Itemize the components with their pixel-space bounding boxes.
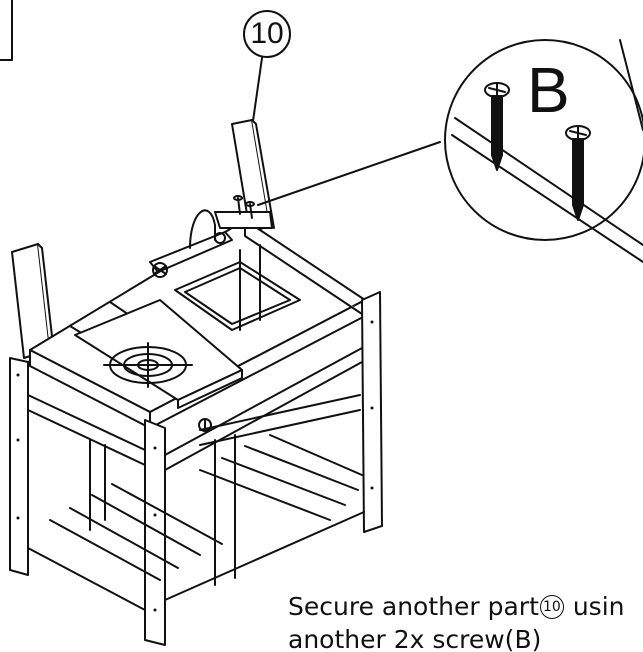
instruction-line-2: another 2x screw(B) [288,625,542,652]
detail-leader [257,141,441,206]
part-number-label: 10 [250,17,284,50]
screw-detail-magnifier [444,39,643,263]
screw-type-letter: B [527,54,570,126]
control-knob [198,418,212,432]
faucet [149,209,233,278]
instruction-part-badge: 10 [539,595,564,619]
burner [103,342,193,388]
fastener-dots [16,320,374,612]
instruction-line-1-after: usin [564,592,625,621]
part-callout [243,10,291,129]
instruction-line-1-before: Secure another part [288,592,539,621]
cutting-board [74,299,243,409]
sink [174,261,301,331]
installed-screws [233,195,255,219]
frame-corner [0,0,13,61]
inner-frame [89,244,361,586]
front-frame [9,291,383,646]
lower-shelf [49,434,363,581]
